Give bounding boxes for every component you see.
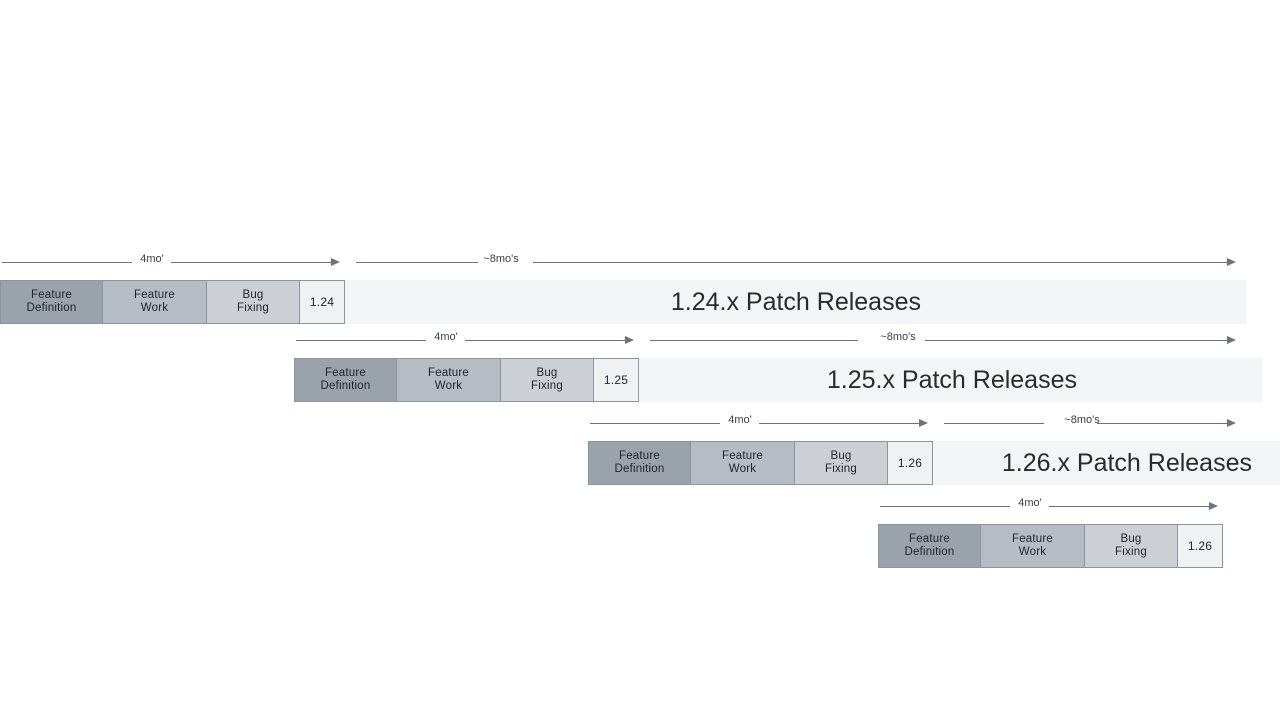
duration-label: 4mo' bbox=[140, 253, 164, 265]
phase-label-line-1: Feature bbox=[721, 450, 764, 462]
duration-arrow-patch-1-25: ~8mo's bbox=[650, 328, 1236, 354]
phase-feature-work[interactable]: Feature Work bbox=[691, 441, 795, 485]
phase-version-release[interactable]: 1.26 bbox=[1178, 524, 1223, 568]
release-row-1-25: 1.25.x Patch Releases 4mo' ~8mo's Featur… bbox=[0, 328, 1280, 410]
phase-version-release[interactable]: 1.26 bbox=[888, 441, 933, 485]
arrow-head-icon bbox=[331, 258, 340, 266]
arrow-head-icon bbox=[919, 419, 928, 427]
version-label: 1.26 bbox=[897, 455, 923, 470]
arrow-head-icon bbox=[1227, 419, 1236, 427]
arrow-head-icon bbox=[625, 336, 634, 344]
duration-arrow-dev-1-26: 4mo' bbox=[590, 411, 928, 437]
phase-version-release[interactable]: 1.24 bbox=[300, 280, 345, 324]
phase-label-line-2: Fixing bbox=[237, 302, 269, 314]
phase-label-line-2: Definition bbox=[26, 302, 77, 314]
phase-bug-fixing[interactable]: Bug Fixing bbox=[1085, 524, 1178, 568]
phase-label-line-2: Work bbox=[434, 380, 463, 392]
phase-label-line-1: Bug bbox=[1120, 533, 1142, 545]
version-label: 1.24 bbox=[309, 294, 335, 309]
phase-feature-work[interactable]: Feature Work bbox=[981, 524, 1085, 568]
patch-band-label: 1.26.x Patch Releases bbox=[1001, 449, 1252, 477]
phase-label-line-1: Feature bbox=[618, 450, 661, 462]
duration-label: ~8mo's bbox=[1064, 414, 1100, 426]
arrow-line-right bbox=[1049, 506, 1209, 507]
phase-label-line-1: Feature bbox=[427, 367, 470, 379]
release-row-next: 4mo' Feature Definition Feature Work Bug… bbox=[0, 494, 1280, 576]
phase-label-line-2: Fixing bbox=[825, 463, 857, 475]
phase-label-line-2: Work bbox=[1018, 546, 1047, 558]
phase-label-line-2: Definition bbox=[904, 546, 955, 558]
phase-feature-definition[interactable]: Feature Definition bbox=[294, 358, 397, 402]
version-label: 1.25 bbox=[603, 372, 629, 387]
phase-label-line-2: Definition bbox=[614, 463, 665, 475]
duration-arrow-patch-1-26: ~8mo's bbox=[944, 411, 1236, 437]
phase-label-line-2: Fixing bbox=[1115, 546, 1147, 558]
phase-label-line-1: Bug bbox=[830, 450, 852, 462]
arrow-line-right bbox=[1097, 423, 1227, 424]
arrow-head-icon bbox=[1227, 336, 1236, 344]
phase-feature-definition[interactable]: Feature Definition bbox=[0, 280, 103, 324]
phase-label-line-2: Definition bbox=[320, 380, 371, 392]
phase-label-line-2: Work bbox=[140, 302, 169, 314]
phase-label-line-1: Feature bbox=[1011, 533, 1054, 545]
release-row-1-24: 1.24.x Patch Releases 4mo' ~8mo's Featur… bbox=[0, 250, 1280, 332]
arrow-line-right bbox=[759, 423, 919, 424]
duration-arrow-dev-1-25: 4mo' bbox=[296, 328, 634, 354]
phase-label-line-1: Feature bbox=[30, 289, 73, 301]
version-label: 1.26 bbox=[1187, 538, 1213, 553]
arrow-line-left bbox=[2, 262, 132, 263]
duration-arrow-patch-1-24: ~8mo's bbox=[356, 250, 1236, 276]
arrow-line-right bbox=[465, 340, 625, 341]
arrow-line-left bbox=[296, 340, 426, 341]
arrow-line-left bbox=[880, 506, 1010, 507]
arrow-head-icon bbox=[1209, 502, 1218, 510]
duration-label: 4mo' bbox=[728, 414, 752, 426]
phase-label-line-1: Feature bbox=[908, 533, 951, 545]
patch-band-label: 1.25.x Patch Releases bbox=[826, 366, 1077, 394]
arrow-line-right bbox=[533, 262, 1227, 263]
phase-version-release[interactable]: 1.25 bbox=[594, 358, 639, 402]
phase-bug-fixing[interactable]: Bug Fixing bbox=[501, 358, 594, 402]
phase-bug-fixing[interactable]: Bug Fixing bbox=[207, 280, 300, 324]
phase-label-line-2: Work bbox=[728, 463, 757, 475]
phase-feature-work[interactable]: Feature Work bbox=[103, 280, 207, 324]
duration-label: ~8mo's bbox=[880, 331, 916, 343]
phase-feature-definition[interactable]: Feature Definition bbox=[878, 524, 981, 568]
phase-group-1-25: Feature Definition Feature Work Bug Fixi… bbox=[294, 358, 639, 402]
phase-group-1-26: Feature Definition Feature Work Bug Fixi… bbox=[588, 441, 933, 485]
phase-label-line-2: Fixing bbox=[531, 380, 563, 392]
phase-group-1-24: Feature Definition Feature Work Bug Fixi… bbox=[0, 280, 345, 324]
phase-label-line-1: Feature bbox=[324, 367, 367, 379]
arrow-line-left bbox=[650, 340, 858, 341]
phase-label-line-1: Bug bbox=[242, 289, 264, 301]
duration-label: 4mo' bbox=[1018, 497, 1042, 509]
duration-arrow-dev-next: 4mo' bbox=[880, 494, 1218, 520]
arrow-line-right bbox=[171, 262, 331, 263]
phase-feature-work[interactable]: Feature Work bbox=[397, 358, 501, 402]
phase-group-next: Feature Definition Feature Work Bug Fixi… bbox=[878, 524, 1223, 568]
phase-feature-definition[interactable]: Feature Definition bbox=[588, 441, 691, 485]
phase-label-line-1: Feature bbox=[133, 289, 176, 301]
arrow-line-left bbox=[356, 262, 478, 263]
patch-band-label: 1.24.x Patch Releases bbox=[670, 288, 921, 316]
arrow-line-left bbox=[590, 423, 720, 424]
duration-label: ~8mo's bbox=[483, 253, 519, 265]
arrow-line-right bbox=[925, 340, 1227, 341]
phase-bug-fixing[interactable]: Bug Fixing bbox=[795, 441, 888, 485]
arrow-line-left bbox=[944, 423, 1044, 424]
arrow-head-icon bbox=[1227, 258, 1236, 266]
release-row-1-26: 1.26.x Patch Releases 4mo' ~8mo's Featur… bbox=[0, 411, 1280, 493]
duration-arrow-dev-1-24: 4mo' bbox=[2, 250, 340, 276]
phase-label-line-1: Bug bbox=[536, 367, 558, 379]
duration-label: 4mo' bbox=[434, 331, 458, 343]
